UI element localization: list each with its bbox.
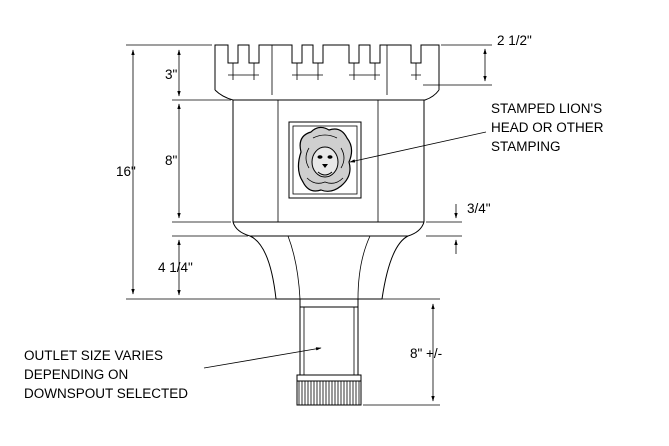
body — [232, 100, 425, 222]
outlet — [296, 298, 362, 406]
label-outlet-length: 8" +/- — [410, 346, 442, 361]
label-crenel: 2 1/2" — [497, 33, 532, 48]
label-overall: 16" — [116, 164, 136, 179]
stamping-note-line-1: STAMPED LION'S — [491, 101, 602, 116]
stamping-note-line-3: STAMPING — [491, 139, 561, 154]
dimension-outlet — [360, 298, 440, 406]
dimension-overall — [126, 44, 276, 300]
outlet-note-line-3: DOWNSPOUT SELECTED — [24, 386, 188, 401]
stamping-panel — [288, 121, 362, 199]
label-body: 8" — [165, 153, 178, 168]
outlet-note-line-1: OUTLET SIZE VARIES — [24, 348, 163, 363]
dimension-bowl — [172, 235, 248, 296]
outlet-note-line-2: DEPENDING ON — [24, 367, 128, 382]
bowl — [232, 221, 425, 300]
stamping-leader — [349, 131, 487, 163]
lion-head-icon — [297, 126, 353, 192]
dimension-body — [172, 103, 231, 223]
outlet-leader — [203, 347, 322, 369]
label-band: 3/4" — [467, 201, 491, 216]
dimension-crown — [172, 49, 231, 101]
dimension-crenel — [423, 44, 492, 86]
crown — [214, 44, 440, 101]
label-bowl: 4 1/4" — [158, 260, 193, 275]
label-crown: 3" — [165, 67, 178, 82]
dimension-band — [426, 204, 462, 254]
stamping-note-line-2: HEAD OR OTHER — [491, 120, 604, 135]
